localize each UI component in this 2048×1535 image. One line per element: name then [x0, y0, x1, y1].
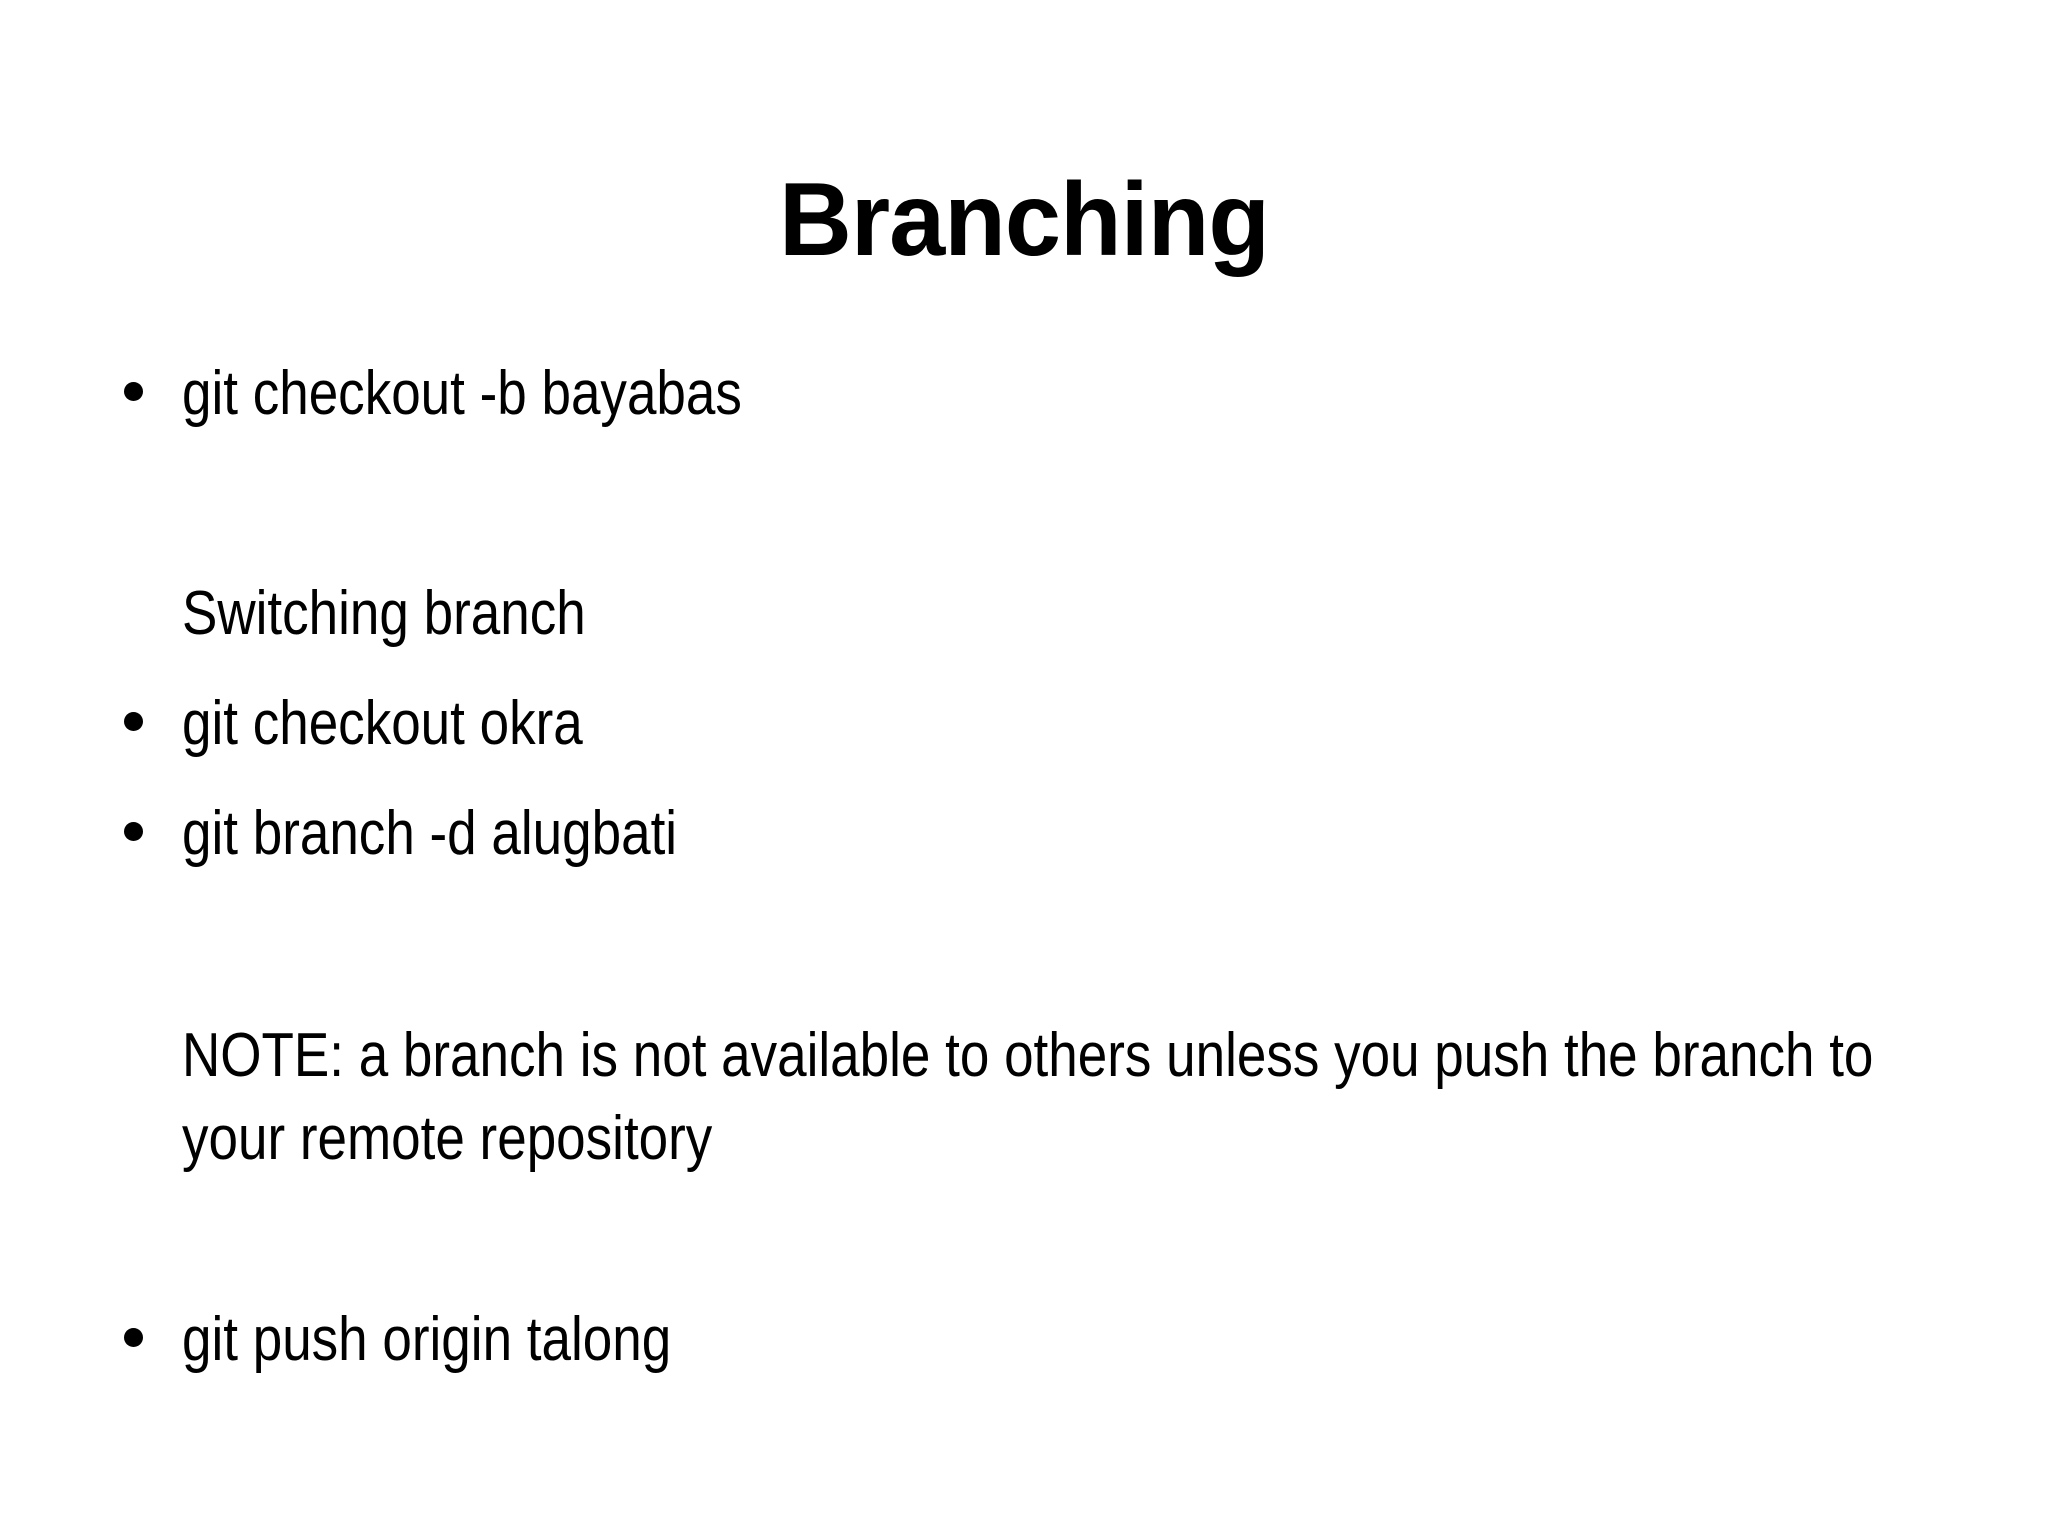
list-item-label: git checkout okra: [182, 689, 583, 758]
list-item[interactable]: git checkout -b bayabas: [110, 352, 1970, 462]
list-item-label: git branch -d alugbati: [182, 799, 678, 868]
blank-line-spacer: [110, 902, 1970, 1014]
bullet-icon: [124, 712, 143, 731]
slide-body: git checkout -b bayabas Switching branch…: [110, 352, 1970, 1408]
page-title: Branching: [778, 161, 1270, 278]
bullet-icon: [124, 382, 143, 401]
bullet-icon: [124, 1328, 143, 1347]
blank-line-spacer: [110, 462, 1970, 572]
blank-line-spacer: [110, 1180, 1970, 1298]
note-paragraph-text: NOTE: a branch is not available to other…: [182, 1021, 1874, 1173]
plain-line-label: Switching branch: [182, 579, 586, 648]
list-item[interactable]: git checkout okra: [110, 682, 1970, 792]
bullet-icon: [124, 822, 143, 841]
list-item-label: git checkout -b bayabas: [182, 359, 742, 428]
list-item[interactable]: git push origin talong: [110, 1298, 1970, 1408]
plain-line: Switching branch: [110, 572, 1970, 682]
list-item-label: git push origin talong: [182, 1305, 672, 1374]
list-item[interactable]: git branch -d alugbati: [110, 792, 1970, 902]
note-paragraph: NOTE: a branch is not available to other…: [110, 1014, 1970, 1180]
